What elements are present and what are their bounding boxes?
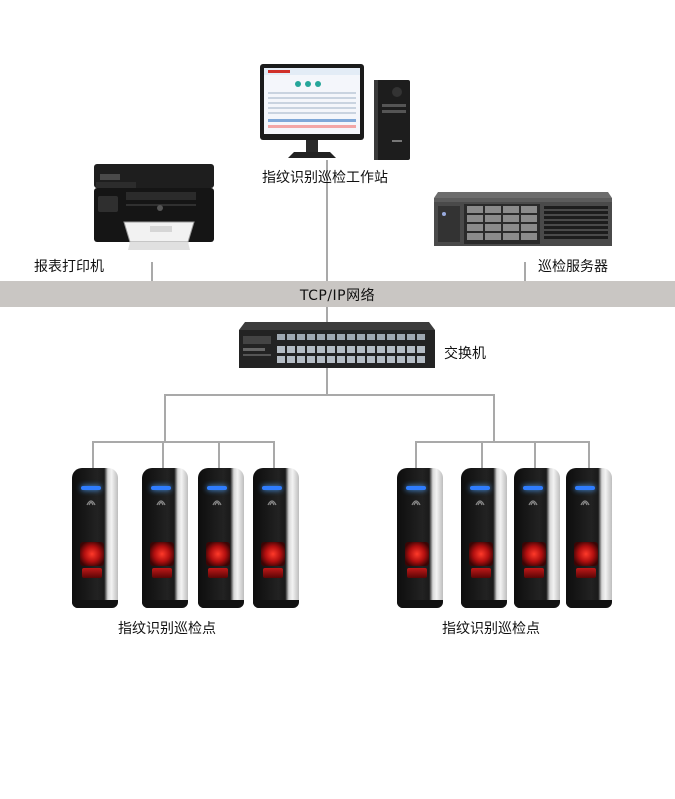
server-label: 巡检服务器 [538,259,608,275]
checkpoint-label-right: 指纹识别巡检点 [442,621,540,637]
right-drop-3 [534,441,536,468]
switch-label: 交换机 [444,346,486,362]
fingerprint-reader-icon [566,468,612,608]
printer-connector [151,262,153,282]
left-drop-1 [92,441,94,468]
right-group-drop [493,394,495,442]
workstation-connector [326,160,328,282]
laser-printer-icon [90,160,218,256]
right-drop-4 [588,441,590,468]
tcpip-network-label: TCP/IP网络 [299,288,376,304]
left-drop-3 [218,441,220,468]
right-drop-1 [415,441,417,468]
tcpip-network-band [0,281,675,307]
fingerprint-reader-icon [461,468,507,608]
fingerprint-reader-icon [72,468,118,608]
desktop-computer-icon [258,62,414,164]
checkpoint-label-left: 指纹识别巡检点 [118,621,216,637]
switch-uplink [326,307,328,325]
workstation-label: 指纹识别巡检工作站 [262,170,388,186]
fingerprint-reader-icon [253,468,299,608]
distribution-bus [164,394,495,396]
printer-label: 报表打印机 [34,259,104,275]
network-switch-icon [237,320,437,370]
fingerprint-reader-icon [397,468,443,608]
fingerprint-reader-icon [514,468,560,608]
right-drop-2 [481,441,483,468]
switch-downlink [326,368,328,395]
left-group-bus [92,441,275,443]
left-drop-2 [162,441,164,468]
server-connector [524,262,526,282]
right-group-bus [415,441,590,443]
rack-server-icon [432,190,614,248]
fingerprint-reader-icon [198,468,244,608]
left-group-drop [164,394,166,442]
left-drop-4 [273,441,275,468]
fingerprint-reader-icon [142,468,188,608]
